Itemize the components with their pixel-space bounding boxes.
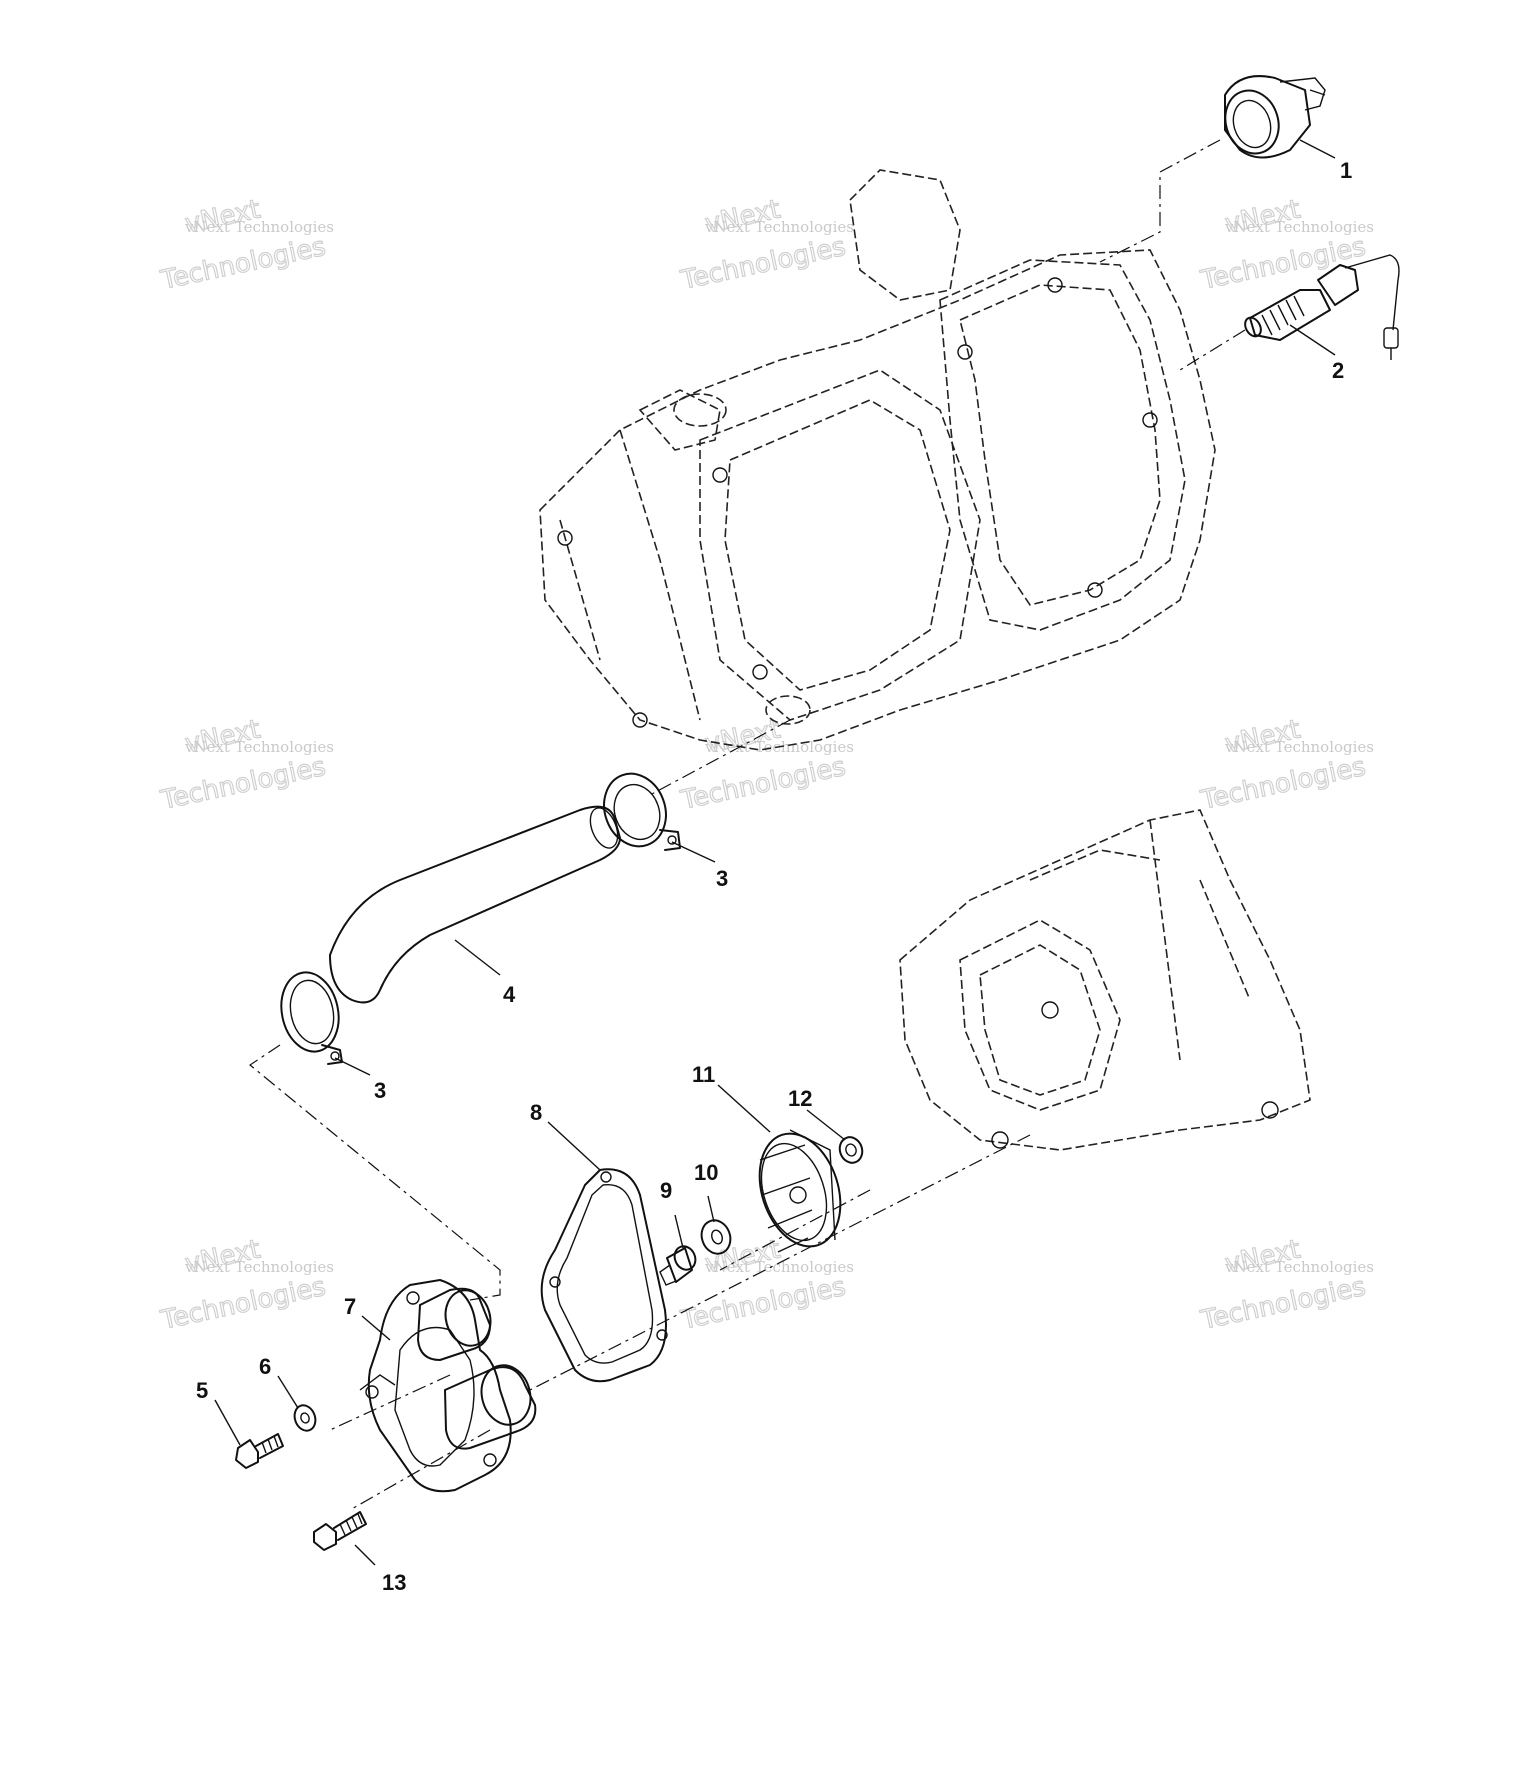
- part-5-bolt: [235, 1433, 284, 1469]
- svg-text:Technologies: Technologies: [1198, 752, 1369, 816]
- callout-10: 10: [694, 1160, 718, 1185]
- part-2-temp-sensor: [1244, 254, 1400, 360]
- part-7-pump-cover: [359, 1279, 537, 1493]
- callout-labels: 1 2 3 3 4 5 6 7 8 9 10 11 12 13: [196, 158, 1352, 1595]
- svg-text:Technologies: Technologies: [678, 752, 849, 816]
- callout-4: 4: [503, 982, 516, 1007]
- watermark-group: vNext vNext Technologies Technologies vN…: [157, 194, 1374, 1337]
- watermark-mid-center: vNext vNext Technologies Technologies: [677, 714, 854, 817]
- callout-9: 9: [660, 1178, 672, 1203]
- part-13-bolt: [313, 1511, 367, 1551]
- part-3-hose-clamp-lower: [280, 971, 343, 1065]
- callout-3-upper: 3: [716, 866, 728, 891]
- callout-5: 5: [196, 1378, 208, 1403]
- part-4-coolant-hose: [329, 805, 621, 1004]
- watermark-bottom-center: vNext vNext Technologies Technologies: [677, 1234, 854, 1337]
- part-8-gasket: [540, 1168, 668, 1383]
- callout-1: 1: [1340, 158, 1352, 183]
- svg-text:vNext Technologies: vNext Technologies: [1224, 738, 1374, 756]
- callout-2: 2: [1332, 358, 1344, 383]
- svg-text:Technologies: Technologies: [158, 1272, 329, 1336]
- svg-text:Technologies: Technologies: [158, 232, 329, 296]
- part-6-washer: [293, 1404, 317, 1432]
- svg-text:Technologies: Technologies: [1198, 1272, 1369, 1336]
- watermark-mid-right: vNext vNext Technologies Technologies: [1197, 714, 1374, 817]
- callout-6: 6: [259, 1354, 271, 1379]
- svg-text:vNext Technologies: vNext Technologies: [184, 738, 334, 756]
- watermark-bottom-right: vNext vNext Technologies Technologies: [1197, 1234, 1374, 1337]
- watermark-top-center: vNext vNext Technologies Technologies: [677, 194, 854, 297]
- svg-text:Technologies: Technologies: [1198, 232, 1369, 296]
- assembly-lines: [248, 139, 1246, 1511]
- callout-11: 11: [692, 1062, 715, 1087]
- part-12-seal: [838, 1136, 864, 1164]
- svg-text:vNext Technologies: vNext Technologies: [1224, 218, 1374, 236]
- part-1-thermostat: [1224, 75, 1326, 159]
- watermark-top-right: vNext vNext Technologies Technologies: [1197, 194, 1374, 297]
- svg-text:vNext Technologies: vNext Technologies: [1224, 1258, 1374, 1276]
- watermark-top-left: vNext vNext Technologies Technologies: [157, 194, 334, 297]
- callout-13: 13: [382, 1570, 406, 1595]
- svg-text:vNext Technologies: vNext Technologies: [184, 1258, 334, 1276]
- watermark-mid-left: vNext vNext Technologies Technologies: [157, 714, 334, 817]
- callout-7: 7: [344, 1294, 356, 1319]
- callout-12: 12: [788, 1086, 812, 1111]
- part-10-washer: [700, 1219, 732, 1255]
- part-9-plug: [659, 1245, 697, 1286]
- part-11-impeller: [758, 1129, 842, 1253]
- svg-text:Technologies: Technologies: [158, 752, 329, 816]
- svg-text:vNext Technologies: vNext Technologies: [704, 218, 854, 236]
- svg-text:vNext Technologies: vNext Technologies: [184, 218, 334, 236]
- watermark-bottom-left: vNext vNext Technologies Technologies: [157, 1234, 334, 1337]
- crankcase-reference: [899, 809, 1311, 1151]
- leader-lines: [214, 139, 1336, 1566]
- cylinder-head-reference: [539, 169, 1216, 751]
- svg-text:Technologies: Technologies: [678, 232, 849, 296]
- part-3-hose-clamp-upper: [603, 772, 681, 851]
- svg-text:Technologies: Technologies: [678, 1272, 849, 1336]
- svg-text:vNext Technologies: vNext Technologies: [704, 1258, 854, 1276]
- callout-8: 8: [530, 1100, 542, 1125]
- callout-3-lower: 3: [374, 1078, 386, 1103]
